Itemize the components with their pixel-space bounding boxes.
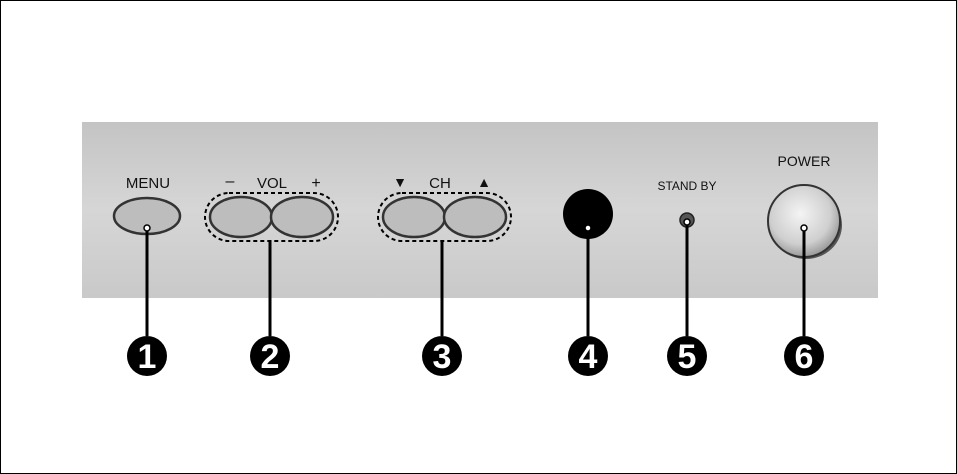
callout-3: 3	[422, 336, 462, 376]
callout-4: 4	[568, 336, 608, 376]
ch-up-button[interactable]	[442, 195, 508, 239]
callout-6-circle	[784, 336, 824, 376]
callout-2: 2	[250, 336, 290, 376]
callout-2-number: 2	[261, 338, 280, 376]
vol-group-outline	[204, 192, 339, 242]
callout-6-number: 6	[795, 338, 814, 376]
ch-label: CH	[429, 175, 451, 192]
callout-5-number: 5	[678, 338, 697, 376]
callout-4-circle	[568, 336, 608, 376]
callout-6: 6	[784, 336, 824, 376]
ch-down-button[interactable]	[381, 195, 447, 239]
vol-down-button[interactable]	[208, 195, 274, 239]
ch-down-label: ▼	[393, 174, 407, 190]
power-label: POWER	[778, 153, 831, 169]
callout-5-circle	[667, 336, 707, 376]
remote-sensor	[563, 189, 613, 239]
leader-dots	[143, 218, 808, 232]
callout-2-circle	[250, 336, 290, 376]
vol-minus-label: –	[226, 173, 235, 190]
leader-lines	[145, 222, 806, 336]
vol-plus-label: +	[311, 175, 320, 192]
vol-up-button[interactable]	[269, 195, 335, 239]
callout-1-number: 1	[138, 338, 157, 376]
callout-4-number: 4	[579, 338, 598, 376]
callout-1-circle	[127, 336, 167, 376]
callout-3-circle	[422, 336, 462, 376]
callout-1: 1	[127, 336, 167, 376]
callout-5: 5	[667, 336, 707, 376]
callout-3-number: 3	[433, 338, 452, 376]
menu-label: MENU	[126, 175, 170, 192]
vol-label: VOL	[257, 175, 287, 192]
standby-label: STAND BY	[657, 179, 716, 193]
ch-group-outline	[377, 192, 512, 242]
ch-up-label: ▲	[477, 174, 491, 190]
